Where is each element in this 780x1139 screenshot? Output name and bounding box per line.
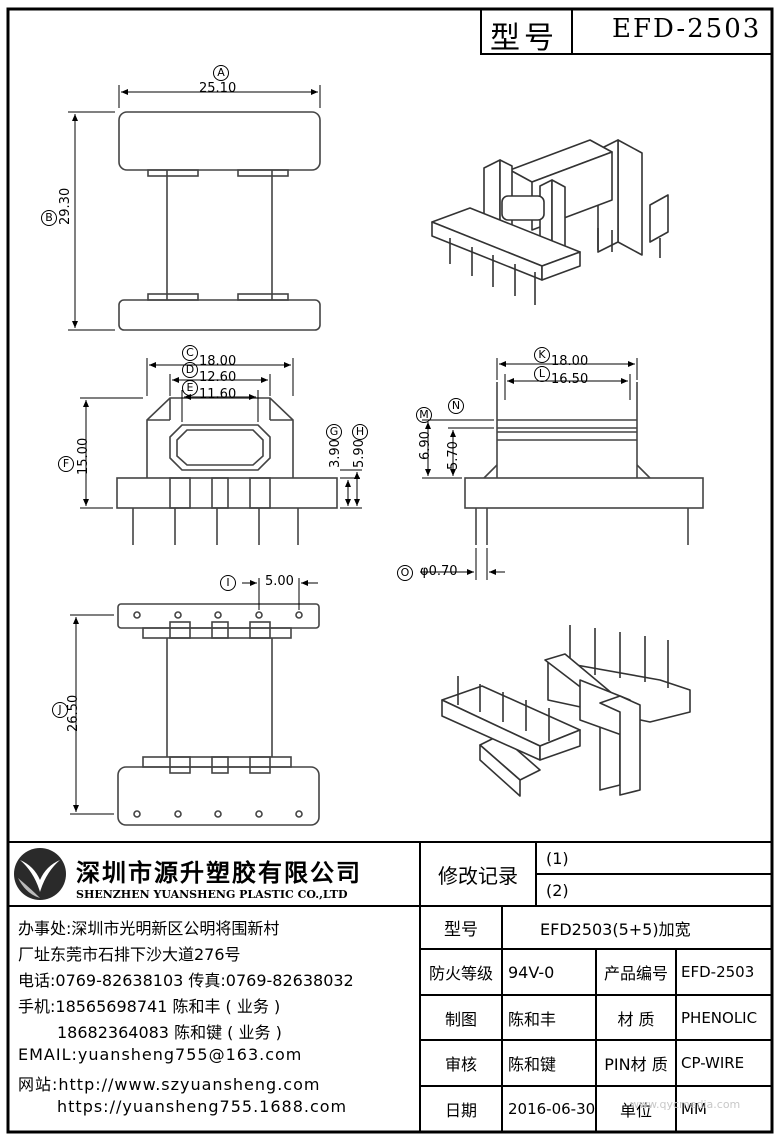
title-box <box>480 8 773 55</box>
dim-value-j: 26.50 <box>66 694 81 732</box>
dim-marker-j: J <box>52 702 68 718</box>
dim-value-g: 3.90 <box>328 439 343 468</box>
iso-view-bottom <box>441 625 691 797</box>
dim-value-l: 16.50 <box>551 372 589 387</box>
factory-address: 厂址东莞市石排下沙大道276号 <box>18 945 241 964</box>
spec-product-no-value: EFD-2503 <box>681 963 755 981</box>
dim-marker-c: C <box>182 345 198 361</box>
dim-marker-d: D <box>182 362 198 378</box>
spec-drawn-label: 制图 <box>444 1009 477 1029</box>
dim-value-n: 5.70 <box>446 441 461 470</box>
spec-review-value: 陈和键 <box>508 1055 557 1074</box>
dim-value-e: 11.60 <box>199 387 237 402</box>
header-model-value: EFD-2503 <box>612 14 762 44</box>
dim-value-i: 5.00 <box>265 574 294 589</box>
website-1[interactable]: 网站:http://www.szyuansheng.com <box>18 1075 321 1094</box>
spec-drawn-value: 陈和丰 <box>508 1009 557 1029</box>
revision-1: (1) <box>546 848 569 868</box>
company-name-cn: 深圳市源升塑胶有限公司 <box>76 859 362 887</box>
dim-value-f: 15.00 <box>76 437 91 475</box>
dim-marker-h: H <box>352 424 368 440</box>
header-model-label: 型号 <box>490 21 558 56</box>
dim-value-d: 12.60 <box>199 370 237 385</box>
dim-value-m: 6.90 <box>418 431 433 460</box>
iso-view-top <box>431 139 669 305</box>
office-address: 办事处:深圳市光明新区公明将围新村 <box>18 919 280 938</box>
spec-product-no-label: 产品编号 <box>603 964 668 983</box>
dim-marker-o: O <box>397 565 413 581</box>
revision-2: (2) <box>546 880 569 900</box>
front-view <box>116 397 338 545</box>
dim-marker-i: I <box>220 575 236 591</box>
dim-value-o: φ0.70 <box>420 564 458 579</box>
spec-model-label: 型号 <box>444 920 478 940</box>
spec-unit-label: 单位 <box>619 1101 652 1120</box>
spec-pin-label: PIN材 质 <box>604 1055 668 1074</box>
spec-unit-value: MM <box>681 1100 707 1118</box>
page-border <box>6 7 774 1134</box>
website-2[interactable]: https://yuansheng755.1688.com <box>57 1097 348 1116</box>
spec-fire-value: 94V-0 <box>508 962 555 982</box>
email[interactable]: EMAIL:yuansheng755@163.com <box>18 1045 303 1064</box>
dim-marker-l: L <box>534 366 550 382</box>
watermark: www.qycmedia.com <box>630 1098 741 1111</box>
dim-value-c: 18.00 <box>199 354 237 369</box>
mobile-1: 手机:18565698741 陈和丰 ( 业务 ) <box>18 997 281 1016</box>
dim-value-b: 29.30 <box>58 187 73 225</box>
spec-model-value: EFD2503(5+5)加宽 <box>540 919 691 939</box>
bottom-view <box>117 603 320 826</box>
revision-label: 修改记录 <box>438 863 518 888</box>
dim-marker-f: F <box>58 456 74 472</box>
mobile-2: 18682364083 陈和键 ( 业务 ) <box>57 1023 282 1042</box>
spec-material-label: 材 质 <box>617 1009 655 1029</box>
dim-marker-g: G <box>326 424 342 440</box>
dim-marker-m: M <box>416 407 432 423</box>
spec-review-label: 审核 <box>444 1055 477 1074</box>
dim-marker-e: E <box>182 380 198 396</box>
spec-fire-label: 防火等级 <box>428 964 493 983</box>
top-view <box>118 111 321 331</box>
spec-pin-value: CP-WIRE <box>681 1054 745 1072</box>
dim-marker-k: K <box>534 347 550 363</box>
side-view <box>464 382 704 545</box>
company-name-en: SHENZHEN YUANSHENG PLASTIC CO.,LTD <box>76 888 348 901</box>
dim-value-k: 18.00 <box>551 354 589 369</box>
dim-marker-a: A <box>213 65 229 81</box>
company-logo <box>14 848 66 900</box>
dim-value-a: 25.10 <box>199 81 237 96</box>
title-block-lines <box>8 841 772 1132</box>
spec-date-value: 2016-06-30 <box>508 1100 596 1118</box>
phone-fax: 电话:0769-82638103 传真:0769-82638032 <box>18 971 354 990</box>
dim-marker-b: B <box>41 210 57 226</box>
dim-marker-n: N <box>448 398 464 414</box>
spec-material-value: PHENOLIC <box>681 1008 758 1027</box>
spec-date-label: 日期 <box>444 1101 477 1120</box>
dim-value-h: 5.90 <box>352 439 367 468</box>
